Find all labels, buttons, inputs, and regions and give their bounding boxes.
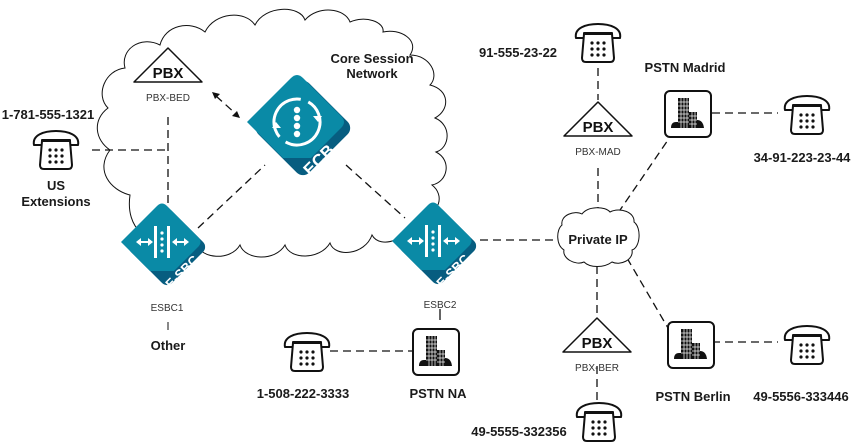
esbc-icon	[136, 226, 189, 258]
phone-berlin[interactable]	[783, 325, 831, 365]
ecb-device[interactable]: ECB	[247, 75, 354, 180]
pstn-na-label: PSTN NA	[409, 386, 467, 401]
building-icon	[412, 328, 460, 376]
phone-madrid-number: 34-91-223-23-44	[754, 150, 852, 165]
private-ip-label: Private IP	[568, 232, 628, 247]
pstn-madrid-label: PSTN Madrid	[645, 60, 726, 75]
ecb-sync-icon	[272, 97, 322, 147]
pbx-bed-name: PBX-BED	[146, 93, 190, 104]
pstn-berlin-label: PSTN Berlin	[655, 389, 730, 404]
phone-us-number: 1-781-555-1321	[2, 107, 95, 122]
pbx-ber-name: PBX-BER	[575, 363, 619, 374]
pbx-bed-text: PBX	[153, 65, 184, 82]
pbx-ber-text: PBX	[582, 335, 613, 352]
phone-na[interactable]	[283, 332, 331, 372]
esbc1-device[interactable]: E-SBC ESBC1	[121, 203, 208, 315]
pstn-madrid[interactable]	[664, 90, 712, 138]
core-cloud-label-2: Network	[346, 66, 398, 81]
phone-na-number: 1-508-222-3333	[257, 386, 350, 401]
building-icon	[667, 321, 715, 369]
pstn-berlin[interactable]	[667, 321, 715, 369]
phone-ber-pbx[interactable]	[575, 402, 623, 442]
phone-madrid[interactable]	[783, 95, 831, 135]
phone-icon	[783, 325, 831, 365]
link-private-ip-pstn-berlin	[626, 257, 669, 329]
pbx-ber[interactable]: PBX PBX-BER	[562, 317, 632, 374]
arrowhead-icon	[232, 111, 240, 118]
phone-mad-pbx[interactable]	[574, 23, 622, 63]
phone-us[interactable]	[32, 130, 80, 170]
phone-ber-pbx-number: 49-5555-332356	[471, 424, 566, 439]
phone-us-label-1: US	[47, 178, 65, 193]
phone-icon	[283, 332, 331, 372]
arrowhead-icon	[212, 92, 220, 99]
phone-us-label-2: Extensions	[21, 194, 90, 209]
link-private-ip-pstn-madrid	[617, 139, 669, 214]
private-ip-cloud: Private IP	[557, 207, 640, 267]
esbc1-name: ESBC1	[151, 303, 184, 314]
link-pbx-bed-ecb	[215, 95, 237, 115]
pbx-mad-name: PBX-MAD	[575, 147, 621, 158]
other-label: Other	[151, 338, 186, 353]
pbx-mad-text: PBX	[583, 119, 614, 136]
link-ecb-esbc2	[345, 164, 406, 219]
phone-mad-pbx-number: 91-555-23-22	[479, 45, 557, 60]
building-icon	[664, 90, 712, 138]
phone-icon	[783, 95, 831, 135]
esbc-icon	[407, 225, 460, 257]
pbx-mad[interactable]: PBX PBX-MAD	[563, 101, 633, 158]
link-esbc1-ecb	[197, 164, 266, 229]
phone-berlin-number: 49-5556-333446	[753, 389, 848, 404]
connections	[92, 68, 778, 400]
pstn-na[interactable]	[412, 328, 460, 376]
esbc2-name: ESBC2	[424, 300, 457, 311]
core-cloud-label-1: Core Session	[330, 51, 413, 66]
phone-icon	[574, 23, 622, 63]
phone-icon	[32, 130, 80, 170]
pbx-bed[interactable]: PBX PBX-BED	[133, 47, 203, 104]
phone-icon	[575, 402, 623, 442]
